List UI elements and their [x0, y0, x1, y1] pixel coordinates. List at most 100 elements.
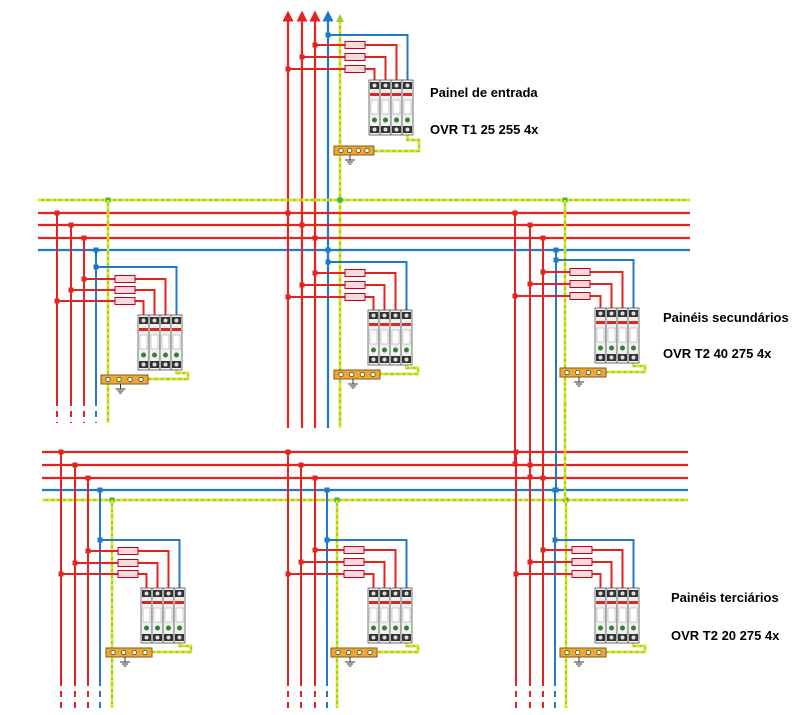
junction-dot [553, 247, 559, 253]
tertiary-panels-model: OVR T2 20 275 4x [671, 628, 780, 643]
junction-dot [540, 235, 546, 241]
spd-window [370, 99, 379, 115]
spd-red-band [392, 93, 401, 96]
earth-busbar [100, 374, 149, 385]
spd-screw-top [144, 591, 149, 596]
junction-dot [85, 548, 91, 554]
junction-dot [325, 259, 331, 265]
busbar-screw [575, 369, 581, 376]
spd-screw-top [620, 591, 625, 596]
devices-layer [100, 79, 640, 667]
spd-window [175, 607, 184, 623]
secondary-panels-title: Painéis secundários [663, 310, 789, 325]
busbar-screw [370, 371, 376, 378]
spd-window [618, 327, 627, 343]
junction-dot [97, 487, 103, 493]
busbar-screw [575, 649, 581, 656]
spd-window [369, 329, 378, 345]
junction-dot [81, 276, 87, 282]
spd-screw-bottom [609, 355, 614, 360]
junction-dot [312, 270, 318, 276]
spd-window [402, 329, 411, 345]
spd-screw-bottom [371, 357, 376, 362]
spd-screw-top [609, 311, 614, 316]
spd-screw-top [141, 318, 146, 323]
spd-screw-top [177, 591, 182, 596]
spd-indicator [382, 625, 387, 631]
entry-neutral-feed [328, 34, 409, 80]
spd-window [153, 607, 162, 623]
earth-link [380, 365, 420, 376]
spd-red-band [161, 328, 170, 331]
busbar-screw [338, 371, 344, 378]
junction-dot [72, 462, 78, 468]
spd-indicator [631, 345, 636, 351]
junction-dot [81, 235, 87, 241]
spd-screw-top [631, 311, 636, 316]
junction-dot [513, 571, 519, 577]
spd-screw-bottom [598, 635, 603, 640]
tertiary-panels-title: Painéis terciários [671, 590, 779, 605]
secondary-center-panel-busbar [333, 369, 381, 389]
entry-phase-feed [288, 68, 376, 80]
junction-dot [298, 462, 304, 468]
phase-feed [71, 289, 156, 315]
busbar-screw [585, 649, 591, 656]
spd-window [142, 607, 151, 623]
junction-dot [513, 449, 519, 455]
phase-feed [543, 549, 624, 588]
fuse [344, 293, 366, 301]
spd-red-band [381, 93, 390, 96]
neutral-feed [555, 539, 635, 588]
fuse [114, 286, 136, 294]
phase-feed [515, 295, 602, 308]
junction-dot [97, 537, 103, 543]
spd-red-band [380, 601, 389, 604]
earth-arrow-icon [336, 14, 344, 22]
spd-red-band [142, 601, 151, 604]
spd-window [380, 329, 389, 345]
ground-icon [348, 379, 358, 389]
spd-screw-top [372, 83, 377, 88]
spd-screw-top [631, 591, 636, 596]
busbar-screw [596, 649, 602, 656]
phase-feed [84, 278, 167, 315]
junction-dot [93, 247, 99, 253]
entry-earth-busbar [333, 145, 375, 165]
spd-screw-bottom [383, 127, 388, 132]
busbar-screw [356, 649, 362, 656]
secondary-center-panel-drops [285, 213, 420, 428]
busbar-screw [359, 371, 365, 378]
secondary-panels-model: OVR T2 40 275 4x [663, 346, 772, 361]
spd-indicator [382, 347, 387, 353]
spd-screw-bottom [393, 635, 398, 640]
junction-dot [68, 222, 74, 228]
junction-dot [58, 449, 64, 455]
spd-screw-bottom [174, 362, 179, 367]
spd-screw-top [152, 318, 157, 323]
spd-indicator [620, 625, 625, 631]
spd-red-band [402, 601, 411, 604]
busbar-screw [564, 649, 570, 656]
spd-screw-bottom [405, 127, 410, 132]
spd-screw-top [609, 591, 614, 596]
fuse [117, 570, 139, 578]
spd-window [607, 327, 616, 343]
secondary-right-panel-busbar [559, 367, 607, 387]
fuse [117, 547, 139, 555]
spd-indicator [598, 345, 603, 351]
wiring-layer [38, 10, 690, 708]
phase-feed [288, 296, 375, 310]
busbar-screw [367, 649, 373, 656]
spd-screw-bottom [394, 127, 399, 132]
spd-screw-bottom [620, 355, 625, 360]
spd-red-band [596, 601, 605, 604]
spd-red-band [369, 601, 378, 604]
neutral-feed [100, 539, 181, 588]
spd-screw-bottom [609, 635, 614, 640]
secondary-right-panel-spd [594, 307, 640, 364]
junction-dot [298, 559, 304, 565]
junction-dot [285, 294, 291, 300]
spd-screw-bottom [631, 355, 636, 360]
